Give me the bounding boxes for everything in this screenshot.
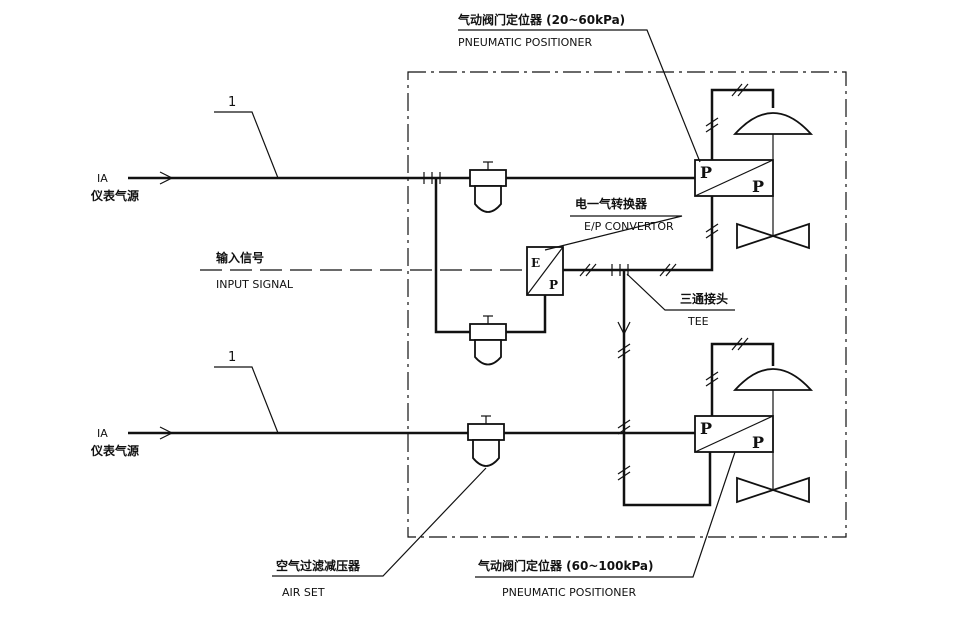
ia-label-bottom-cn: 仪表气源 bbox=[90, 443, 139, 458]
valve-actuator-top bbox=[732, 112, 814, 236]
input-signal-label-cn: 输入信号 bbox=[216, 250, 264, 265]
ia-label-bottom: IA bbox=[97, 427, 108, 440]
positioner-top: P P bbox=[694, 159, 774, 197]
positioner-top-p-left: P bbox=[700, 163, 712, 182]
air-filter-top bbox=[469, 161, 507, 213]
branch-ticks-top bbox=[423, 172, 441, 184]
positioner-bottom-label-cn: 气动阀门定位器 (60~100kPa) bbox=[477, 558, 654, 573]
valve-body-bottom bbox=[736, 476, 810, 504]
leader-ep bbox=[544, 215, 683, 251]
airset-label-cn: 空气过滤减压器 bbox=[276, 558, 361, 573]
ep-label-en: E/P CONVERTOR bbox=[584, 220, 674, 233]
leader-line-1-top bbox=[214, 111, 279, 179]
air-filter-bottom bbox=[467, 415, 505, 467]
output-ticks-bottom bbox=[705, 337, 749, 387]
positioner-bottom-label-en: PNEUMATIC POSITIONER bbox=[502, 586, 636, 599]
ep-p-letter: P bbox=[549, 278, 558, 292]
positioner-bottom-p-left: P bbox=[700, 419, 712, 438]
positioner-top-p-right: P bbox=[752, 177, 764, 196]
positioner-bottom-p-right: P bbox=[752, 433, 764, 452]
line-number-top: 1 bbox=[228, 95, 236, 110]
positioner-top-label-en: PNEUMATIC POSITIONER bbox=[458, 36, 592, 49]
ep-converter: E P bbox=[526, 246, 564, 296]
flow-arrow-down-icon bbox=[617, 321, 631, 336]
flow-arrow-icon bbox=[159, 171, 174, 185]
valve-body-top bbox=[736, 222, 810, 250]
pneumatic-signal-ticks bbox=[579, 223, 719, 277]
flow-arrow-icon bbox=[159, 426, 174, 440]
positioner-bottom: P P bbox=[694, 415, 774, 453]
leader-positioner-top bbox=[458, 29, 701, 163]
air-filter-ep bbox=[469, 315, 507, 366]
leader-tee bbox=[626, 273, 735, 311]
ep-output-line bbox=[563, 196, 714, 272]
ep-e-letter: E bbox=[531, 256, 540, 270]
input-signal-label-en: INPUT SIGNAL bbox=[216, 278, 294, 291]
tee-ticks bbox=[611, 264, 629, 276]
tee-label-en: TEE bbox=[687, 315, 709, 328]
ia-label-top-cn: 仪表气源 bbox=[90, 188, 139, 203]
tee-branch-ticks bbox=[617, 343, 631, 481]
tee-branch-line bbox=[622, 270, 712, 507]
output-ticks-top bbox=[705, 83, 749, 133]
leader-positioner-bottom bbox=[475, 451, 736, 578]
leader-airset bbox=[272, 467, 487, 577]
ep-label-cn: 电一气转换器 bbox=[575, 196, 648, 211]
line-number-bottom: 1 bbox=[228, 350, 236, 365]
valve-actuator-bottom bbox=[732, 368, 814, 490]
ia-label-top: IA bbox=[97, 172, 108, 185]
package-boundary bbox=[407, 71, 847, 538]
leader-line-1-bottom bbox=[214, 366, 279, 434]
positioner-top-label-cn: 气动阀门定位器 (20~60kPa) bbox=[457, 12, 625, 27]
airset-label-en: AIR SET bbox=[282, 586, 325, 599]
tee-label-cn: 三通接头 bbox=[680, 291, 728, 306]
